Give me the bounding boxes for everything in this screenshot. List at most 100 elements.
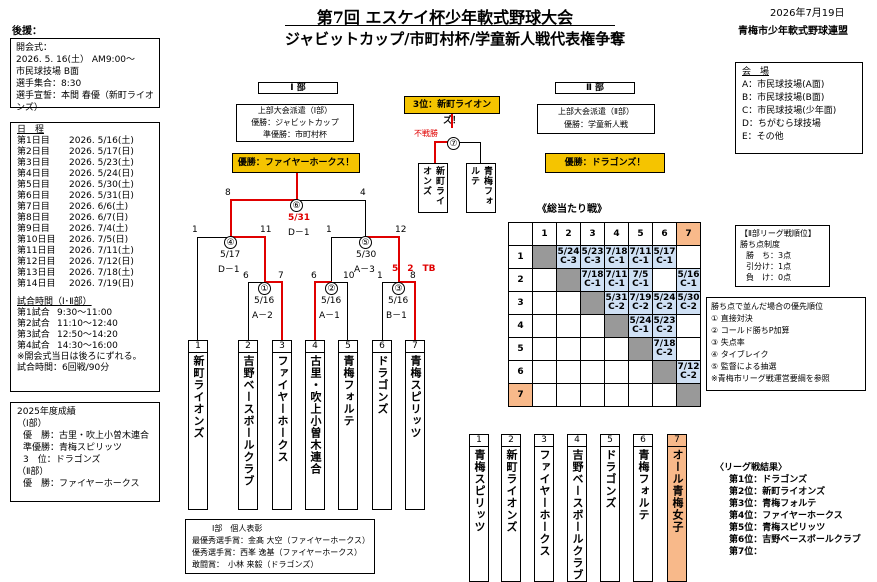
table-cell <box>580 314 605 338</box>
results-line: 第7位： <box>729 547 763 557</box>
prev-line: （Ⅰ部） <box>17 419 47 429</box>
dispatch-line: 優勝：ジャビットカップ <box>251 118 339 127</box>
game-3-badge: ③ <box>392 282 405 295</box>
table-header-cell: 5 <box>628 222 653 246</box>
team-number: 2 <box>239 341 257 353</box>
prev-line: 準優勝：青梅スピリッツ <box>23 443 123 453</box>
prev-line: 優 勝：ファイヤーホークス <box>23 479 140 489</box>
sf1-score-left: 1 <box>192 225 198 235</box>
results-line: 第3位：青梅フォルテ <box>729 499 817 509</box>
time-slot: 第1試合 <box>17 308 50 318</box>
table-cell <box>628 337 653 361</box>
table-cell <box>532 360 557 384</box>
rules-line: 引分け：1点 <box>746 262 792 271</box>
awards-line: 敢闘賞： 小林 来毅（ドラゴンズ） <box>192 560 319 569</box>
row-header: 3 <box>508 291 533 315</box>
row-header: 4 <box>508 314 533 338</box>
schedule-day: 第13日目 <box>17 268 56 278</box>
schedule-date: 2026. 7/12(日) <box>69 257 134 267</box>
third-team-1: 新町ライオンズ <box>418 163 448 213</box>
schedule-date: 2026. 5/16(土) <box>69 136 134 146</box>
schedule-date: 2026. 7/11(土) <box>69 246 134 256</box>
table-cell <box>532 337 557 361</box>
sf1-date: 5/17 <box>220 250 241 260</box>
rules-line: 勝 ち：3点 <box>746 251 792 260</box>
info-line: 2026. 5. 16(土） AM9:00～ <box>16 55 136 65</box>
table-cell <box>580 337 605 361</box>
table-cell <box>532 383 557 407</box>
time-range: 12:50～14:20 <box>57 330 118 340</box>
priority-line: ④ タイブレイク <box>711 350 769 359</box>
schedule-title: 日 程 <box>17 125 45 135</box>
team-name: ドラゴンズ <box>604 449 617 509</box>
div2-winner: 優勝：ドラゴンズ！ <box>545 153 665 173</box>
div1-winner: 優勝：ファイヤーホークス！ <box>232 153 360 173</box>
team-number: 3 <box>273 341 291 353</box>
time-slot: 第2試合 <box>17 319 50 329</box>
page-subtitle: ジャビットカップ/市町村杯/学童新人戦代表権争奪 <box>284 30 626 48</box>
q2-score-left: 6 <box>311 271 317 281</box>
table-cell <box>652 360 677 384</box>
table-cell <box>628 360 653 384</box>
team-number: 6 <box>373 341 391 353</box>
third-team-2: 青梅フォルテ <box>466 163 496 213</box>
team-number: 4 <box>568 435 586 447</box>
schedule-day: 第7日目 <box>17 202 50 212</box>
table-cell <box>652 268 677 292</box>
priority-box: 勝ち点で並んだ場合の優先順位 ① 直接対決 ② コールド勝ちP加算 ③ 失点率 … <box>706 297 866 391</box>
results-line: 第2位：新町ライオンズ <box>729 487 826 497</box>
q3-score-right: 8 <box>410 271 416 281</box>
q1-field: A－2 <box>252 311 273 321</box>
venue-box: 会 場 A：市民球技場(A面) B：市民球技場(B面) C：市民球技場(少年面)… <box>735 62 863 154</box>
schedule-day: 第11日目 <box>17 246 56 256</box>
schedule-day: 第14日目 <box>17 279 56 289</box>
time-range: 14:30～16:00 <box>57 341 118 351</box>
div1-dispatch: 上部大会派遣（Ⅰ部） 優勝：ジャビットカップ 準優勝：市町村杯 <box>236 104 354 142</box>
q3-field: B－1 <box>386 311 407 321</box>
venue-item: C：市民球技場(少年面) <box>742 106 837 116</box>
final-field: D－1 <box>288 228 310 238</box>
schedule-date: 2026. 7/18(土) <box>69 268 134 278</box>
game-5-badge: ⑤ <box>359 236 372 249</box>
schedule-day: 第3日目 <box>17 158 50 168</box>
organizer: 青梅市少年軟式野球連盟 <box>738 26 848 37</box>
awards-title: Ⅰ部 個人表彰 <box>212 524 263 533</box>
table-cell <box>556 314 581 338</box>
row-header: 7 <box>508 383 533 407</box>
sf2-date: 5/30 <box>356 250 377 260</box>
rules-title: 【Ⅱ部リーグ戦順位】 <box>740 229 816 238</box>
date: 2026年7月19日 <box>770 8 845 19</box>
table-cell <box>580 383 605 407</box>
div2-dispatch: 上部大会派遣（Ⅱ部） 優勝：学童新人戦 <box>537 104 655 134</box>
dispatch-line: 優勝：学童新人戦 <box>564 120 628 129</box>
schedule-date: 2026. 5/24(日) <box>69 169 134 179</box>
info-line: 選手集合：8:30 <box>16 79 82 89</box>
final-score-right: 4 <box>360 188 366 198</box>
team-number: 1 <box>189 341 207 353</box>
table-cell <box>604 337 629 361</box>
awards-line: 最優秀選手賞：金髙 大空（ファイヤーホークス） <box>192 536 371 545</box>
schedule-day: 第4日目 <box>17 169 50 179</box>
results-line: 第5位：青梅スピリッツ <box>729 523 826 533</box>
final-score-left: 8 <box>225 188 231 198</box>
sf1-field: D－1 <box>218 265 240 275</box>
schedule-date: 2026. 5/31(日) <box>69 191 134 201</box>
table-cell <box>532 245 557 269</box>
team-number: 6 <box>634 435 652 447</box>
schedule-date: 2026. 7/19(日) <box>69 279 134 289</box>
results-line: 第4位：ファイヤーホークス <box>729 511 843 521</box>
team-number: 7 <box>668 435 686 447</box>
venue-item: E：その他 <box>742 132 784 142</box>
